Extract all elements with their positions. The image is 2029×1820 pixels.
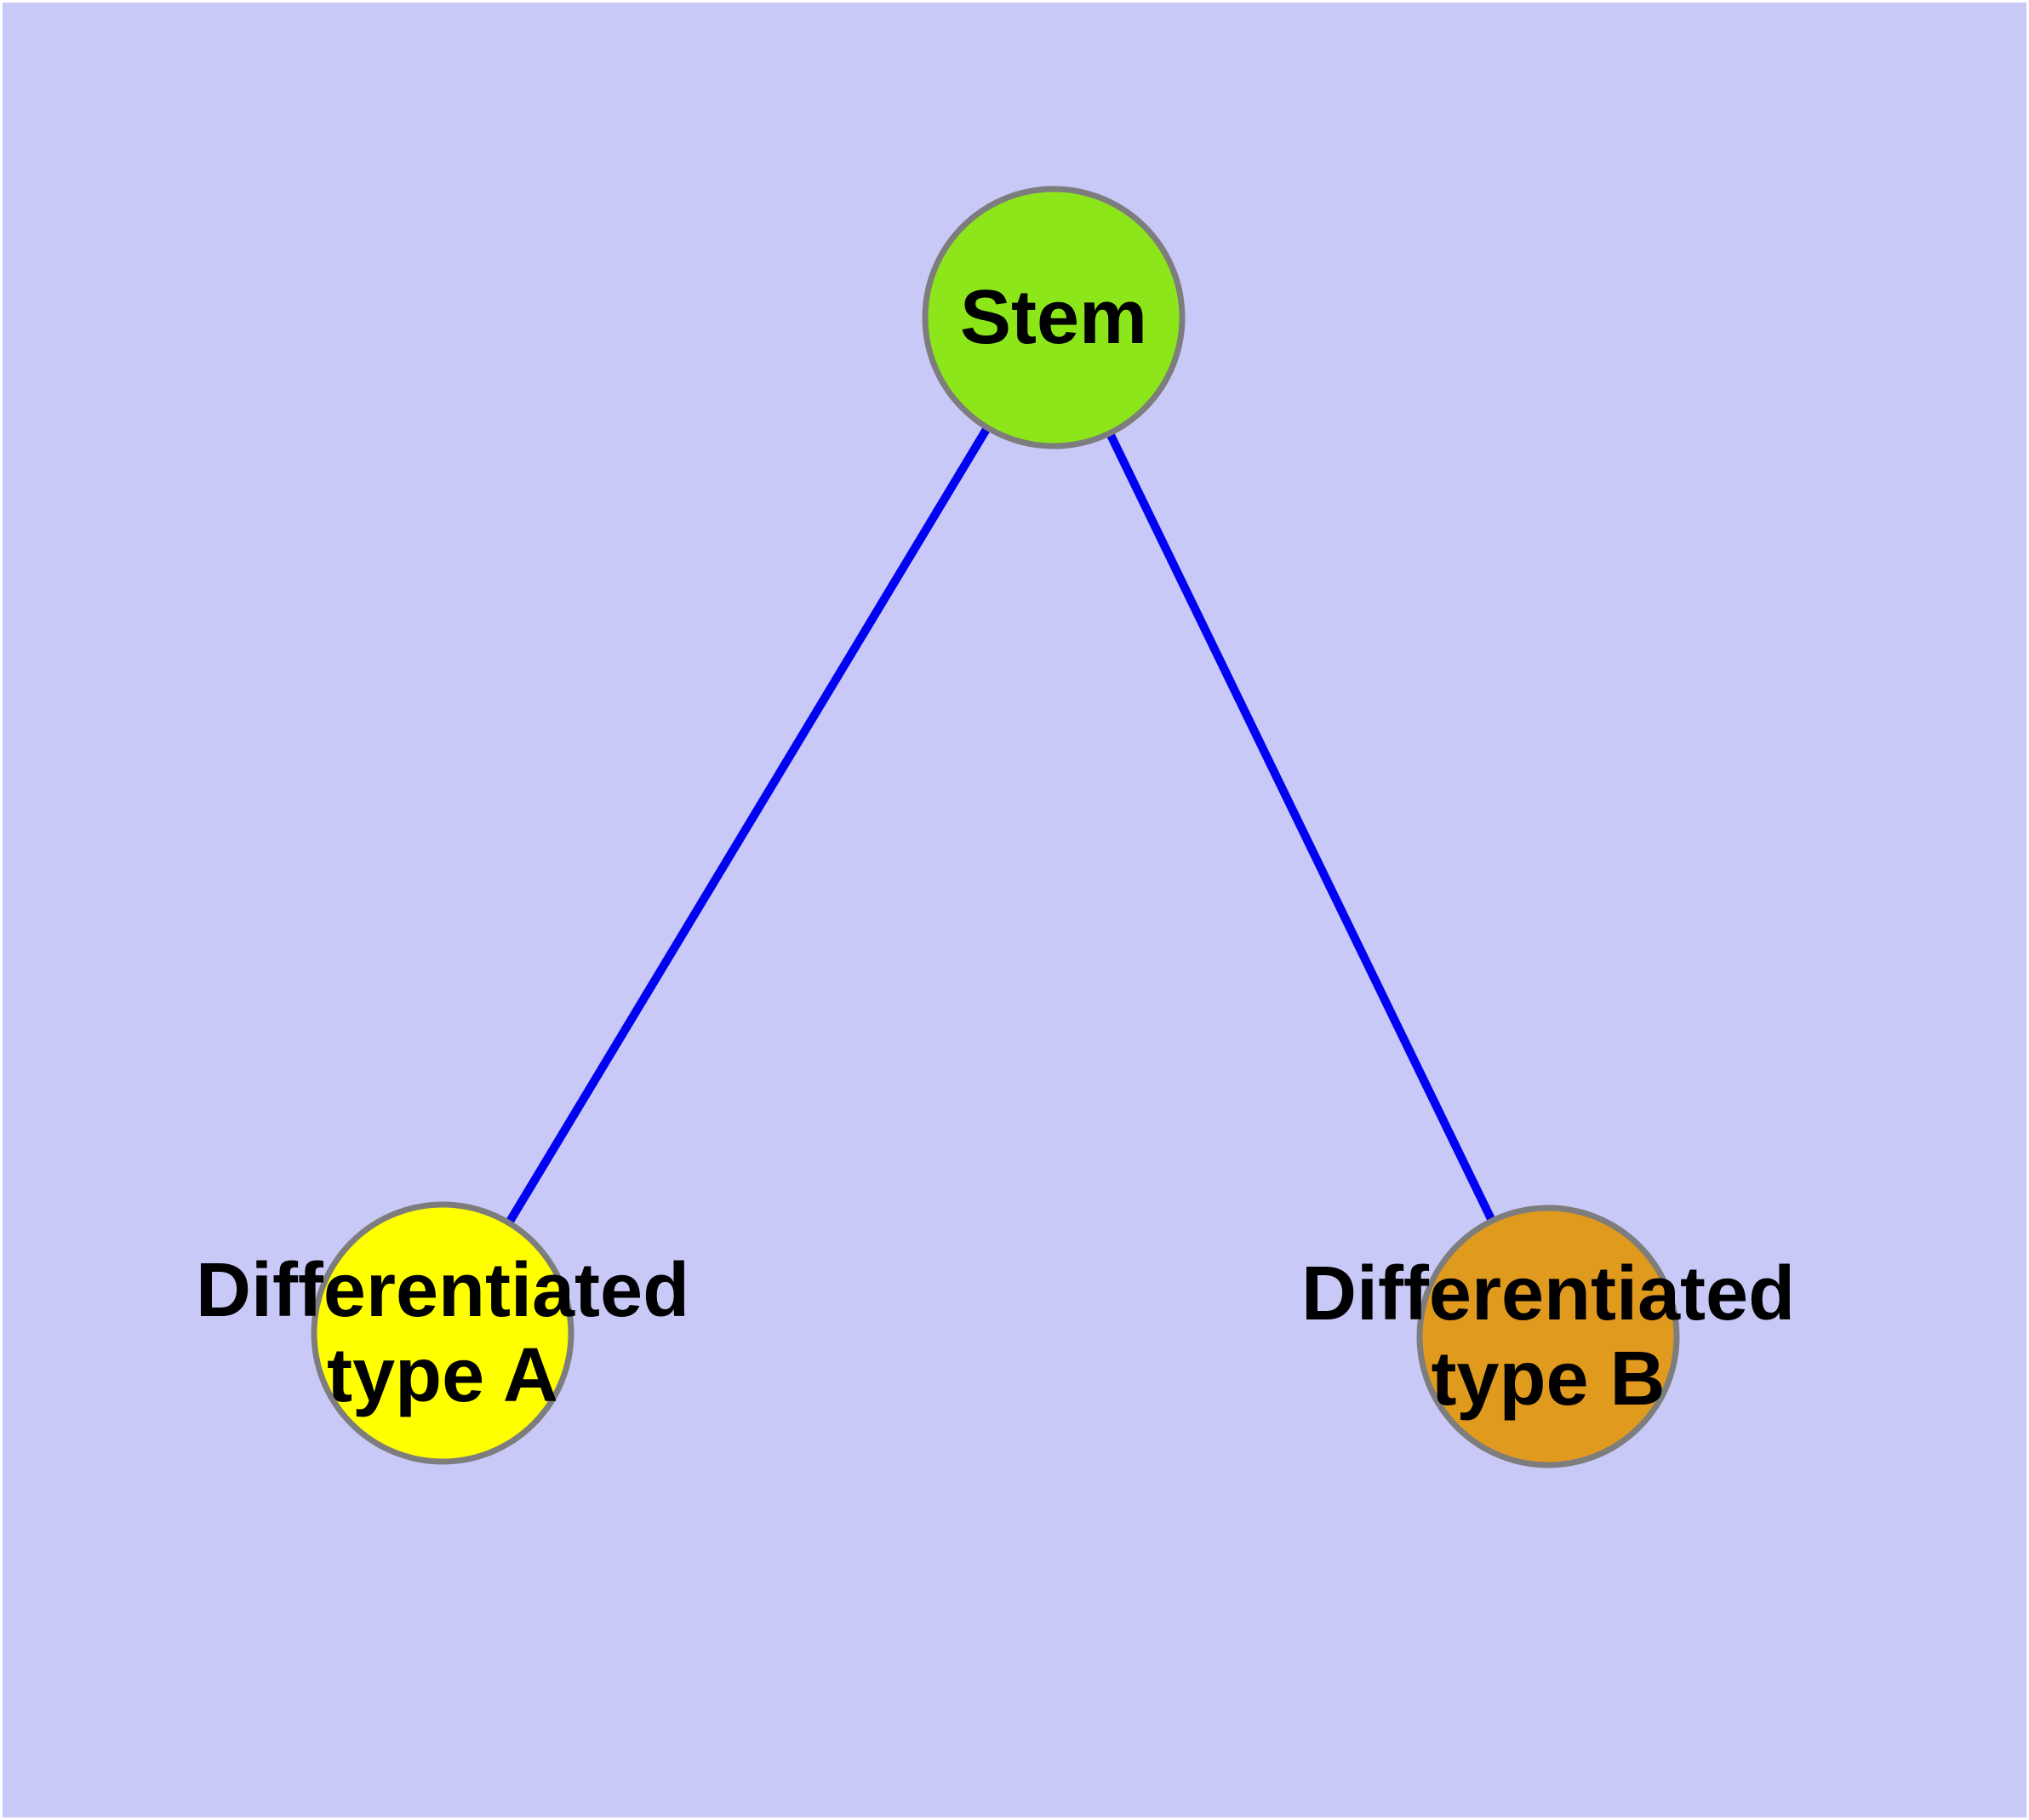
node-differentiated-type-b	[1416, 1205, 1680, 1468]
edge-stem-to-type-a	[438, 315, 1058, 1336]
node-type-a-label-line-1: Differentiated	[195, 1248, 690, 1333]
node-stem-label: Stem	[960, 275, 1147, 360]
node-type-a-label-line-2: type A	[327, 1333, 558, 1418]
node-type-b-label-line-2: type B	[1431, 1336, 1666, 1422]
edge-stem-to-type-b	[1049, 315, 1552, 1339]
node-differentiated-type-a	[311, 1201, 574, 1465]
node-type-a-label: Differentiated type A	[196, 1248, 689, 1418]
node-type-b-label: Differentiated type B	[1301, 1251, 1795, 1422]
node-stem-label-line: Stem	[959, 275, 1148, 360]
node-stem	[922, 186, 1186, 449]
node-type-b-label-line-1: Differentiated	[1300, 1251, 1796, 1336]
